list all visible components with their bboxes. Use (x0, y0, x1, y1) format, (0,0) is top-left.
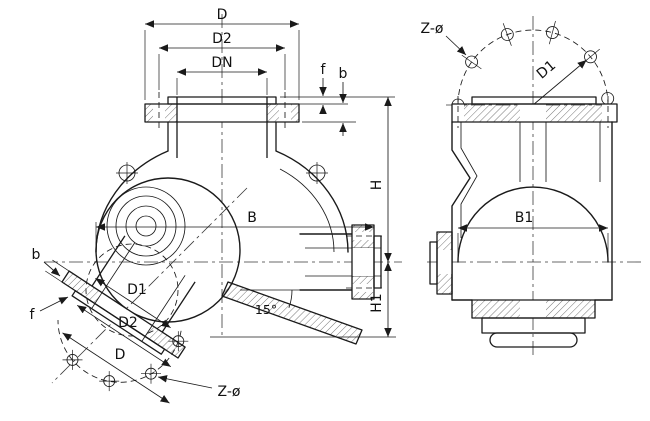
dim-label-d2-bottom: D2 (118, 315, 138, 331)
dim-label-f-left: f (30, 307, 36, 323)
seat-15deg (221, 281, 363, 345)
dim-label-h1: H1 (369, 293, 385, 312)
dimensions-right: B1 (457, 210, 609, 257)
top-bolt-circle: D1 Z-ø (421, 20, 615, 112)
dim-label-f-top: f (321, 62, 327, 78)
dim-label-d-bottom: D (115, 347, 126, 363)
dim-label-d2-top: D2 (212, 31, 232, 47)
bolt-callout-right: Z-ø (421, 21, 444, 37)
dim-label-b-top: b (339, 66, 348, 82)
left-view: D D2 DN f b H H1 (30, 7, 402, 404)
top-raised-face (167, 96, 277, 105)
top-raised-face-side (471, 96, 597, 105)
bolt-callout-left: Z-ø (218, 384, 241, 400)
top-flange (144, 92, 300, 158)
bottom-flange-side (471, 299, 596, 348)
outlet-flange-side (429, 231, 453, 295)
outlet-raised-face-side (429, 241, 438, 285)
dimensions-left: D D2 DN f b H H1 (30, 7, 396, 404)
body-boss-left (116, 162, 138, 184)
dim-label-b1: B1 (515, 210, 534, 226)
angle-label-15: 15° (255, 302, 277, 317)
top-flange-side (451, 96, 618, 128)
dim-label-d1-bottom: D1 (127, 282, 147, 298)
right-view: D1 Z-ø (421, 16, 642, 358)
dim-label-b-left: b (32, 247, 41, 263)
dim-label-h: H (369, 180, 385, 191)
dim-label-d-top: D (217, 7, 228, 23)
dim-label-b: B (247, 210, 257, 226)
body-boss-right (306, 162, 328, 184)
dim-label-dn: DN (211, 55, 232, 71)
